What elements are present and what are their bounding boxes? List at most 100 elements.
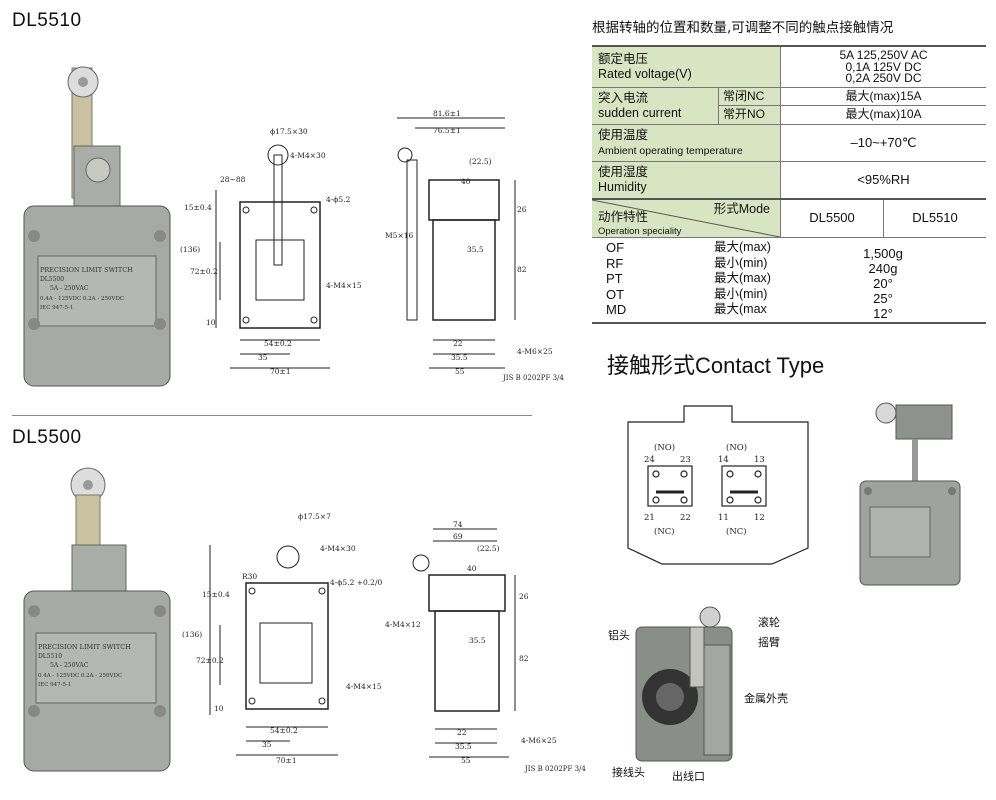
op-limit-md: 最大(max (714, 302, 767, 316)
current-no-label: 常开NO (723, 107, 766, 121)
dim-phi-17.5x7: ϕ17.5×7 (298, 512, 331, 521)
terminal-12: 12 (754, 513, 765, 523)
spec-row-temperature: 使用温度 Ambient operating temperature –10~+7… (592, 124, 986, 161)
label-roller: 滚轮 (758, 616, 780, 629)
model-title-top: DL5510 (12, 10, 82, 31)
dim-jis-b: JIS B 0202PF 3/4 (524, 765, 586, 773)
dim-35.5d: 35.5 (455, 742, 472, 751)
dim-74: 74 (453, 520, 463, 529)
dim-136: (136) (180, 245, 200, 254)
humidity-value: <95%RH (780, 162, 986, 198)
dim-22: 22 (453, 339, 463, 348)
plate-line3: 0.4A - 125VDC 0.2A - 250VDC (38, 673, 122, 679)
dim-22.5: (22.5) (469, 157, 492, 166)
op-limit-pt: 最大(max) (714, 271, 771, 285)
label-metal-case: 金属外壳 (744, 692, 788, 705)
op-code-of: OF (606, 240, 625, 255)
dim-35: 35 (258, 353, 268, 362)
dim-m4x30: 4-M4×30 (290, 151, 326, 160)
plate-line4: IEC 947-5-1 (40, 305, 73, 311)
op-value-of: 1,500g (863, 246, 903, 261)
dim-35b: 35 (262, 740, 272, 749)
label-aluminum-head: 铝头 (608, 629, 630, 642)
dim-40b: 40 (467, 564, 477, 573)
voltage-label-zh: 额定电压 (598, 52, 649, 66)
plate-line1: PRECISION LIMIT SWITCH (38, 643, 131, 651)
terminal-23: 23 (680, 455, 691, 465)
plate-line2: 5A - 250VAC (50, 662, 89, 669)
dim-70: 70±1 (270, 367, 291, 376)
dim-35.5b: 35.5 (451, 353, 468, 362)
voltage-label-en: Rated voltage(V) (598, 67, 692, 81)
dim-m6x25b: 4-M6×25 (521, 736, 557, 745)
temp-value: –10~+70℃ (780, 125, 986, 161)
dim-69: 69 (453, 532, 463, 541)
dim-10b: 10 (214, 704, 224, 713)
terminal-13: 13 (754, 455, 765, 465)
dim-15: 15±0.4 (184, 203, 212, 212)
op-code-md: MD (606, 302, 627, 317)
op-value-pt: 20° (873, 276, 893, 291)
op-code-rf: RF (606, 255, 624, 271)
spec-row-operation-header: 形式Mode 动作特性 Operation speciality DL5500 … (592, 198, 986, 237)
op-code-ot: OT (606, 286, 625, 302)
label-lever: 摇臂 (758, 636, 780, 649)
dim-10: 10 (206, 318, 216, 327)
dim-40: 40 (461, 177, 471, 186)
dim-26b: 26 (519, 592, 529, 601)
dim-m6x25: 4-M6×25 (517, 347, 553, 356)
section-divider (12, 415, 532, 416)
dim-m4x15b: 4-M4×15 (346, 682, 382, 691)
temp-label-zh: 使用温度 (598, 128, 649, 142)
voltage-value-1: 5A 125,250V AC (839, 48, 928, 62)
dim-phi-17.5x30: ϕ17.5×30 (270, 127, 308, 136)
operation-label-zh: 动作特性 (598, 210, 649, 224)
dim-m4x15: 4-M4×15 (326, 281, 362, 290)
mode-label: 形式Mode (713, 202, 770, 216)
plate-line2: 5A - 250VAC (50, 285, 89, 292)
temp-label-en: Ambient operating temperature (598, 145, 743, 157)
contact-no-left: (NO) (654, 442, 675, 453)
dim-82: 82 (517, 265, 527, 274)
dim-81.6: 81.6±1 (433, 110, 461, 118)
dim-76.5: 76.5±1 (433, 126, 461, 135)
label-outlet: 出线口 (672, 770, 705, 783)
dim-54b: 54±0.2 (270, 726, 298, 735)
product-photo-top: PRECISION LIMIT SWITCH DL5500 5A - 250VA… (23, 66, 171, 387)
voltage-value-3: 0,2A 250V DC (845, 71, 922, 85)
contact-type-title: 接触形式Contact Type (607, 353, 825, 378)
dim-55b: 55 (461, 756, 471, 765)
dim-26: 26 (517, 205, 527, 214)
dimension-drawing-side-bottom: 74 69 (22.5) 40 26 4-M4×12 35.5 82 22 4-… (385, 520, 586, 773)
dim-136b: (136) (182, 630, 202, 639)
dimension-drawing-front-top: ϕ17.5×30 4-M4×30 28~88 15±0.4 4-ϕ5.2 (13… (180, 127, 362, 376)
operation-label-en: Operation speciality (598, 226, 682, 237)
dim-35.5c: 35.5 (469, 636, 486, 645)
plate-model: DL5510 (38, 653, 62, 660)
diagonal-divider (592, 200, 780, 237)
plate-line4: IEC 947-5-1 (38, 682, 71, 688)
dimension-drawing-side-top: 81.6±1 76.5±1 (22.5) 40 26 M5×16 35.5 82… (385, 110, 564, 382)
op-code-pt: PT (606, 271, 623, 286)
col-dl5510: DL5510 (883, 200, 986, 237)
dim-70b: 70±1 (276, 756, 297, 765)
contact-nc-left: (NC) (654, 526, 675, 537)
contact-no-right: (NO) (726, 442, 747, 453)
dim-jis: JIS B 0202PF 3/4 (502, 374, 564, 382)
humidity-label-en: Humidity (598, 180, 647, 194)
current-no-value: 最大(max)10A (845, 107, 922, 121)
terminal-22: 22 (680, 513, 691, 523)
product-photo-small (859, 402, 961, 586)
dim-r30: R30 (242, 572, 257, 581)
op-value-ot: 25° (873, 291, 893, 306)
dim-72b: 72±0.2 (196, 656, 224, 665)
dim-55: 55 (455, 367, 465, 376)
dim-m4x12: 4-M4×12 (385, 620, 421, 629)
product-photo-bottom: PRECISION LIMIT SWITCH DL5510 5A - 250VA… (23, 467, 171, 772)
dim-22.5b: (22.5) (477, 544, 500, 553)
terminal-11: 11 (718, 513, 729, 523)
cutaway-photo (635, 606, 733, 762)
